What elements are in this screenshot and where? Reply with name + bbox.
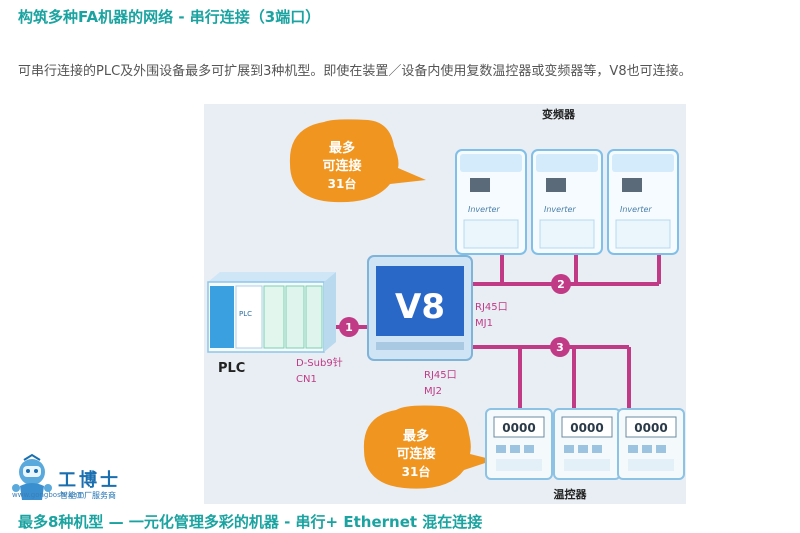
callout-top-line-3: 31台 — [328, 176, 357, 191]
port3-id: MJ2 — [424, 386, 442, 397]
callout-bottom-line-1: 最多 — [403, 428, 429, 444]
hmi-panel: V8 — [367, 255, 473, 361]
connection-lines — [335, 254, 661, 409]
section-heading: 构筑多种FA机器的网络 - 串行连接（3端口） — [18, 8, 321, 26]
temp-controller-3: 0000 — [617, 408, 685, 480]
callout-top-line-1: 最多 — [329, 140, 355, 156]
port1-name: D-Sub9针 — [296, 356, 343, 369]
inverter-2-label: Inverter — [544, 205, 576, 214]
plc-unit-label: PLC — [239, 310, 252, 318]
badge-port3: 3 — [550, 337, 570, 357]
inverter-1-label: Inverter — [468, 205, 500, 214]
inverter-group-label: 变频器 — [542, 107, 576, 121]
port2-id: MJ1 — [475, 318, 493, 329]
network-diagram-svg: 变频器 Inverter Inverter Inverter 最多 可连接 — [207, 107, 685, 501]
temp-group-label: 温控器 — [554, 487, 588, 501]
callout-bottom-line-3: 31台 — [402, 464, 431, 479]
next-section-heading: 最多8种机型 — 一元化管理多彩的机器 - 串行+ Ethernet 混在连接 — [18, 513, 483, 531]
logo-url: www.gongboshi.com — [12, 491, 85, 499]
logo-name: 工博士 — [58, 470, 121, 491]
temp-controller-3-display: 0000 — [634, 421, 667, 435]
inverter-3: Inverter — [607, 149, 679, 255]
badge-port2-text: 2 — [557, 278, 565, 291]
callout-top: 最多 可连接 31台 — [289, 119, 426, 203]
inverter-2: Inverter — [531, 149, 603, 255]
badge-port3-text: 3 — [556, 341, 564, 354]
plc-label: PLC — [218, 361, 245, 376]
callout-bottom: 最多 可连接 31台 — [363, 405, 494, 489]
port1-id: CN1 — [296, 374, 317, 385]
temp-controller-2-display: 0000 — [570, 421, 603, 435]
temp-controller-1-display: 0000 — [502, 421, 535, 435]
port2-name: RJ45口 — [475, 302, 508, 313]
plc-rack: PLC — [207, 272, 336, 353]
network-diagram: 变频器 Inverter Inverter Inverter 最多 可连接 — [204, 104, 686, 504]
badge-port1: 1 — [339, 317, 359, 337]
hmi-label: V8 — [395, 287, 445, 327]
badge-port2: 2 — [551, 274, 571, 294]
logo-subtitle: 智能工厂服务商 — [60, 491, 116, 500]
callout-bottom-line-2: 可连接 — [396, 446, 435, 462]
intro-paragraph: 可串行连接的PLC及外围设备最多可扩展到3种机型。即使在装置／设备内使用复数温控… — [18, 64, 692, 79]
callout-top-line-2: 可连接 — [322, 158, 361, 174]
badge-port1-text: 1 — [345, 321, 353, 334]
inverter-1: Inverter — [455, 149, 527, 255]
port3-name: RJ45口 — [424, 370, 457, 381]
inverter-3-label: Inverter — [620, 205, 652, 214]
temp-controller-2: 0000 — [553, 408, 621, 480]
temp-controller-1: 0000 — [485, 408, 553, 480]
gongboshi-logo — [12, 453, 52, 500]
robot-mascot-icon — [12, 453, 52, 500]
